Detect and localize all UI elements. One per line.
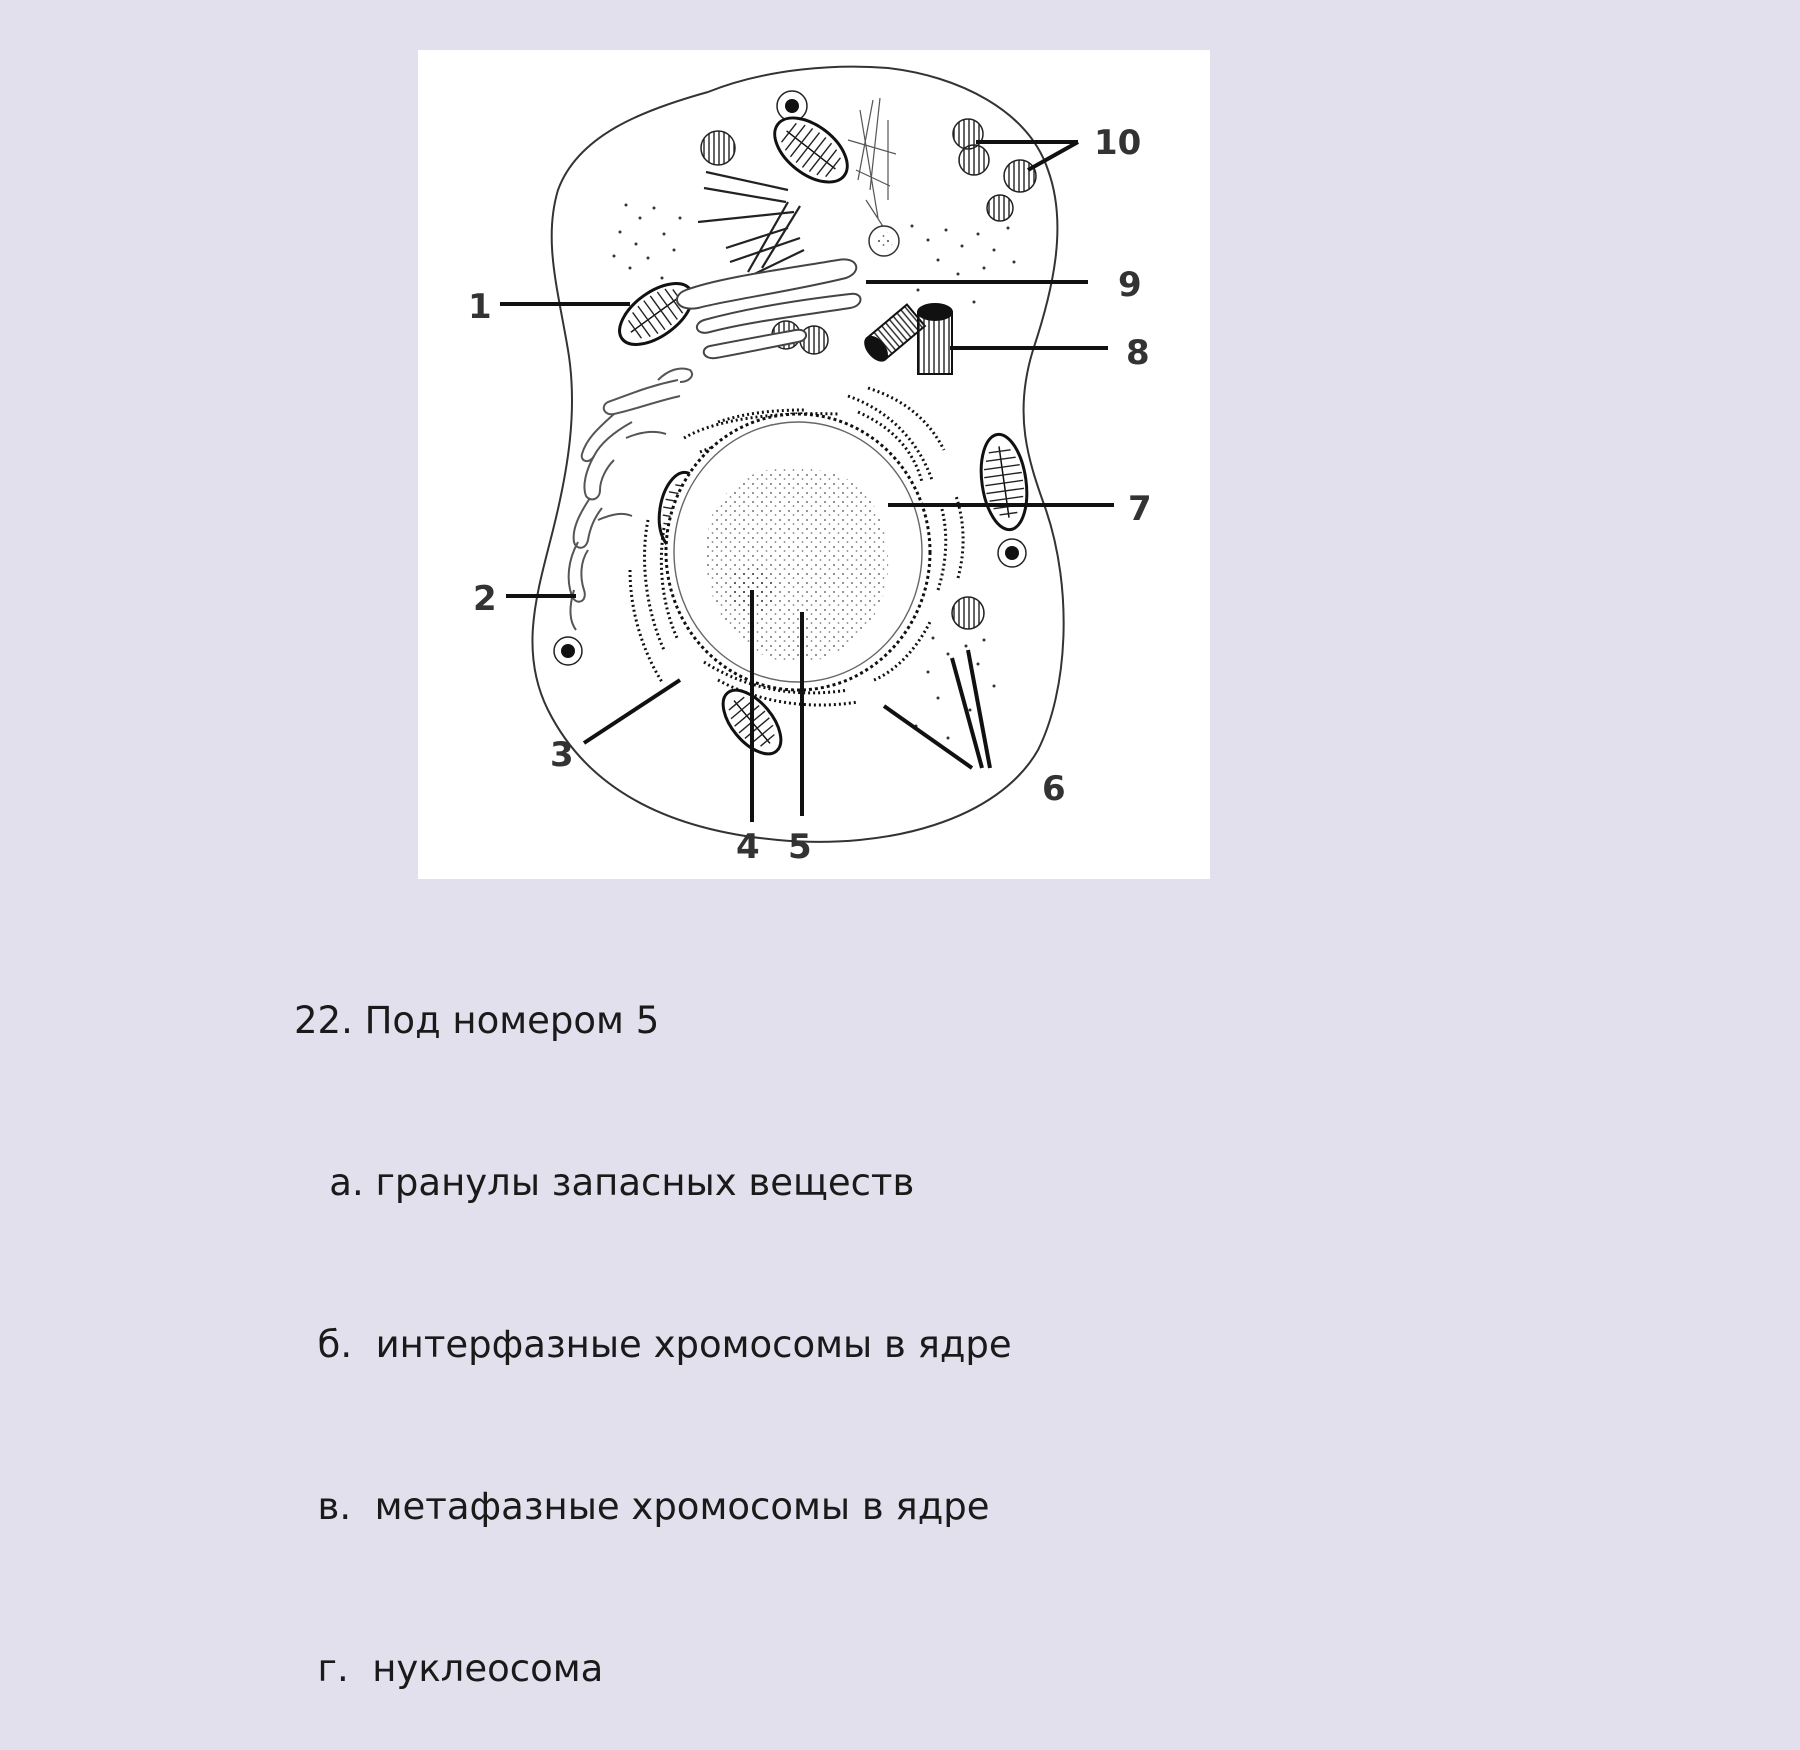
diagram-labels: 1 2 3 4 5 6 7 8 9 10 [468, 123, 1152, 867]
answer-option-a[interactable]: а. гранулы запасных веществ [294, 1161, 915, 1204]
golgi-apparatus [675, 258, 862, 360]
quiz-question: 22. Под номером 5 а. гранулы запасных ве… [294, 886, 1012, 1750]
granules [553, 90, 1027, 666]
label-7: 7 [1128, 489, 1152, 529]
label-10: 10 [1094, 123, 1141, 163]
cell-diagram: 1 2 3 4 5 6 7 8 9 10 [418, 50, 1210, 879]
label-2: 2 [473, 579, 497, 619]
answer-option-v[interactable]: в. метафазные хромосомы в ядре [294, 1485, 990, 1528]
label-8: 8 [1126, 333, 1150, 373]
label-1: 1 [468, 287, 492, 327]
label-9: 9 [1118, 265, 1142, 305]
cytoskeleton [697, 170, 805, 281]
label-3: 3 [550, 735, 574, 775]
label-5: 5 [788, 827, 812, 867]
label-4: 4 [736, 827, 760, 867]
smooth-er [567, 367, 694, 631]
answer-option-b[interactable]: б. интерфазные хромосомы в ядре [294, 1323, 1012, 1366]
question-stem: 22. Под номером 5 [294, 999, 660, 1042]
nucleus [664, 412, 932, 692]
centrioles [864, 303, 953, 375]
label-6: 6 [1042, 769, 1066, 809]
microtubules [847, 97, 897, 229]
answer-option-g[interactable]: г. нуклеосома [294, 1647, 604, 1690]
leader-lines [500, 140, 1114, 822]
